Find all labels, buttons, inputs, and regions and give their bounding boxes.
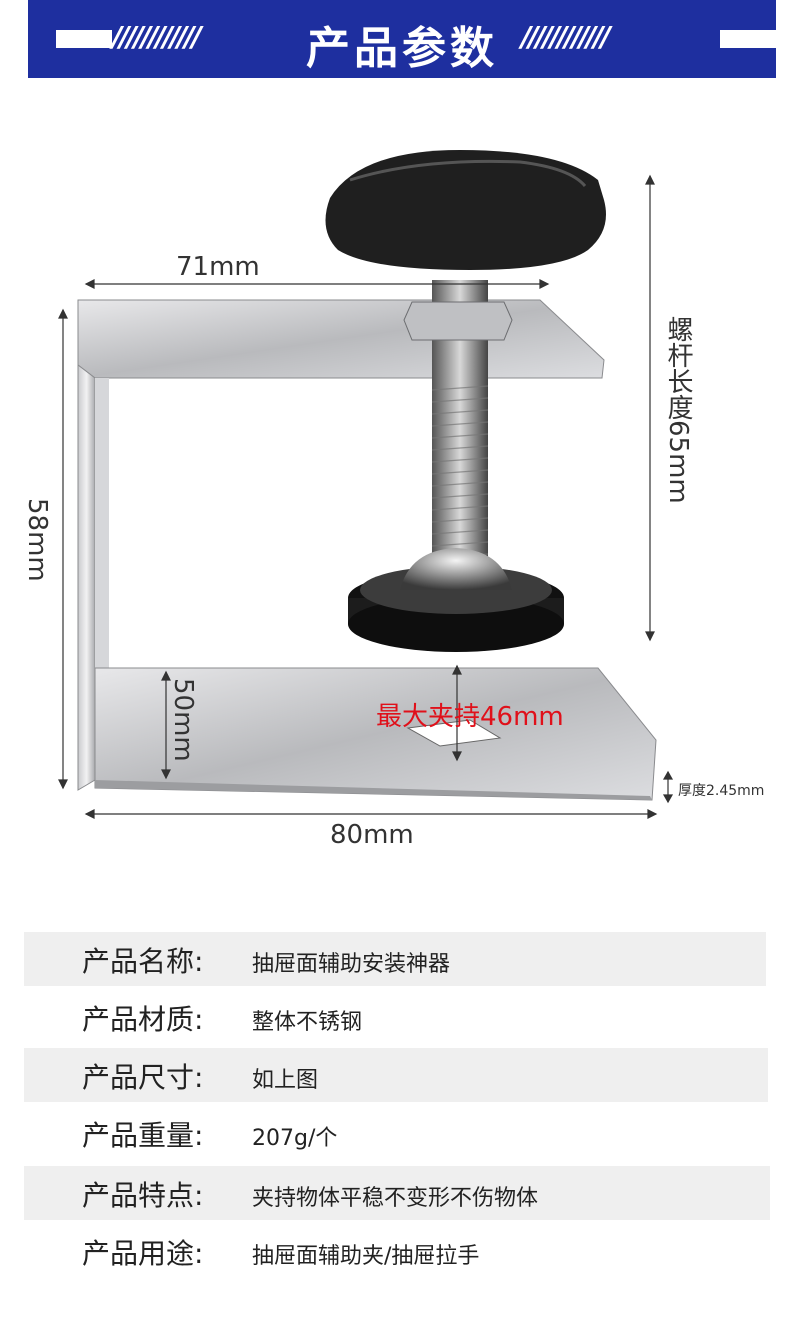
dim-width-bottom: 80mm	[330, 820, 414, 850]
spec-row-weight: 产品重量: 207g/个	[24, 1106, 768, 1160]
spec-value: 整体不锈钢	[252, 1010, 363, 1035]
spec-label: 产品特点:	[82, 1179, 204, 1212]
spec-row-features: 产品特点: 夹持物体平稳不变形不伤物体	[24, 1166, 770, 1220]
spec-value: 207g/个	[252, 1126, 338, 1151]
spec-label: 产品名称:	[82, 945, 204, 978]
top-plate	[77, 299, 605, 379]
spec-value: 如上图	[252, 1068, 319, 1093]
banner-notch-right	[720, 30, 776, 48]
spec-value: 抽屉面辅助夹/抽屉拉手	[252, 1244, 480, 1269]
dim-height-left: 58mm	[22, 498, 52, 582]
spec-value: 夹持物体平稳不变形不伤物体	[252, 1186, 539, 1211]
page-title: 产品参数	[306, 23, 498, 74]
dim-inner-height: 50mm	[168, 678, 198, 762]
dim-max-clamp: 最大夹持46mm	[376, 702, 564, 732]
bottom-hole	[406, 719, 502, 747]
spine-edge	[77, 363, 96, 791]
spec-row-material: 产品材质: 整体不锈钢	[24, 990, 766, 1044]
spec-row-size: 产品尺寸: 如上图	[24, 1048, 768, 1102]
spec-label: 产品重量:	[82, 1119, 204, 1152]
dim-screw-length: 螺杆长度65mm	[663, 316, 693, 504]
header-banner: //////////// 产品参数 ////////////	[28, 0, 776, 78]
star-knob	[325, 150, 606, 270]
banner-slashes-right: ////////////	[521, 20, 611, 53]
foot-dome	[400, 548, 512, 590]
bottom-plate-edge	[95, 780, 652, 800]
banner-slashes-left: ////////////	[112, 20, 202, 53]
spec-label: 产品尺寸:	[82, 1061, 204, 1094]
spec-row-usage: 产品用途: 抽屉面辅助夹/抽屉拉手	[24, 1224, 770, 1278]
spec-value: 抽屉面辅助安装神器	[252, 952, 451, 977]
product-diagram: 71mm 58mm 螺杆长度65mm 50mm 最大夹持46mm 厚度2.45m…	[0, 120, 790, 880]
spec-label: 产品用途:	[82, 1237, 204, 1270]
dim-width-top: 71mm	[176, 252, 260, 282]
clamp-illustration	[58, 150, 674, 819]
spec-label: 产品材质:	[82, 1003, 204, 1036]
spec-row-name: 产品名称: 抽屉面辅助安装神器	[24, 932, 766, 986]
banner-notch-left	[56, 30, 112, 48]
dim-thickness: 厚度2.45mm	[678, 783, 765, 799]
hex-nut	[403, 301, 513, 341]
